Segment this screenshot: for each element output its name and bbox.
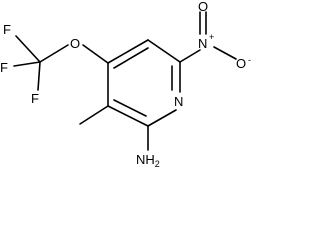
bond-c4-c5-inner [113,47,149,69]
atom-label-n-nitro: N [198,36,207,51]
bond-c5-c6 [147,39,181,63]
bond-methyl [79,105,109,125]
atom-label-f1: F [3,22,11,37]
amine-subscript: 2 [155,159,160,169]
atom-label-f3: F [31,91,39,106]
atom-label-o-ether: O [70,36,80,51]
amine-nh: NH [136,152,155,167]
bond-c-f1 [15,35,41,63]
atom-label-amine: NH2 [136,152,160,169]
atom-label-o-nitro-right: O [236,56,246,71]
bond-c2-c3-inner [113,99,147,117]
bond-o-ring [82,44,109,64]
atom-label-f2: F [0,60,8,75]
bond-nitro-o-right [213,46,237,60]
bond-c4-c5 [107,39,149,64]
atom-label-n-ring: N [174,94,183,109]
nitro-minus-charge: - [248,55,251,65]
bond-c-f2 [13,61,41,67]
nitro-plus-charge: + [209,32,214,42]
molecule-drawing: F F F O N N + O O - NH2 [0,0,251,169]
bond-n1-c2 [147,109,177,127]
structure-canvas: F F F O N N + O O - NH2 [0,0,251,169]
bond-c2-c3 [107,105,149,127]
atom-label-o-nitro-top: O [198,0,208,14]
bond-c6-nitro [179,49,201,63]
bond-c-f3 [37,61,41,91]
bond-c-o [39,44,69,63]
